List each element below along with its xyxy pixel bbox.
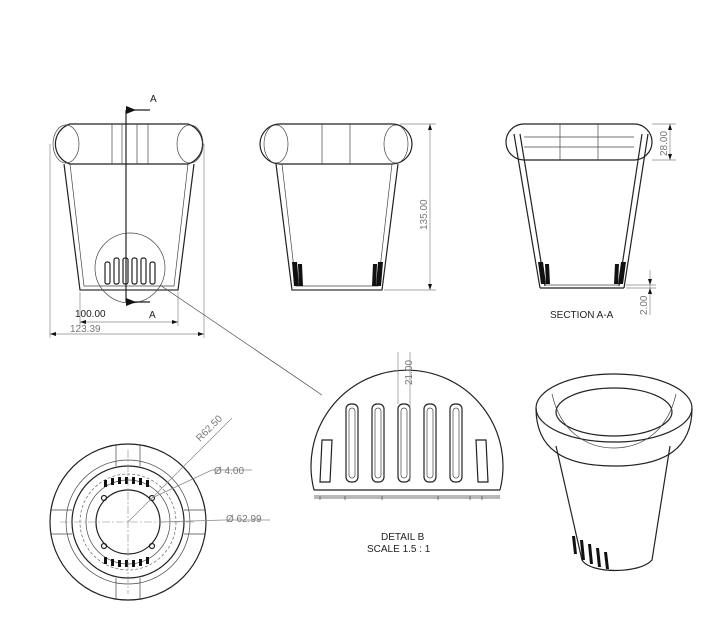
detail-view: 21.00 DETAIL B SCALE 1.5 : 1 xyxy=(310,352,504,555)
dimension-rim-radius: R62.50 xyxy=(194,413,225,444)
section-arrow-label-top: A xyxy=(150,94,157,105)
dimension-height: 135.00 xyxy=(419,199,430,230)
side-view: 135.00 xyxy=(259,123,436,291)
front-view: A A 100.00 123.39 xyxy=(49,94,205,338)
dimension-bottom-width: 100.00 xyxy=(75,309,106,320)
detail-leader-line xyxy=(159,284,323,396)
dimension-base-thickness: 2.00 xyxy=(639,295,650,315)
detail-title: DETAIL B xyxy=(381,532,425,543)
section-view: 28.00 2.00 SECTION A-A xyxy=(505,123,676,321)
section-title: SECTION A-A xyxy=(550,310,614,321)
detail-scale: SCALE 1.5 : 1 xyxy=(367,544,431,555)
dimension-rim-height: 28.00 xyxy=(659,131,670,156)
dimension-slot-height: 21.00 xyxy=(404,360,415,385)
dimension-top-width: 123.39 xyxy=(70,324,101,335)
top-view: R62.50 Ø 4.00 Ø 62.99 xyxy=(49,413,270,601)
dimension-hole-diameter: Ø 4.00 xyxy=(214,466,244,477)
isometric-view xyxy=(535,373,693,572)
section-arrow-label-bottom: A xyxy=(149,310,156,321)
dimension-inner-diameter: Ø 62.99 xyxy=(226,514,262,525)
